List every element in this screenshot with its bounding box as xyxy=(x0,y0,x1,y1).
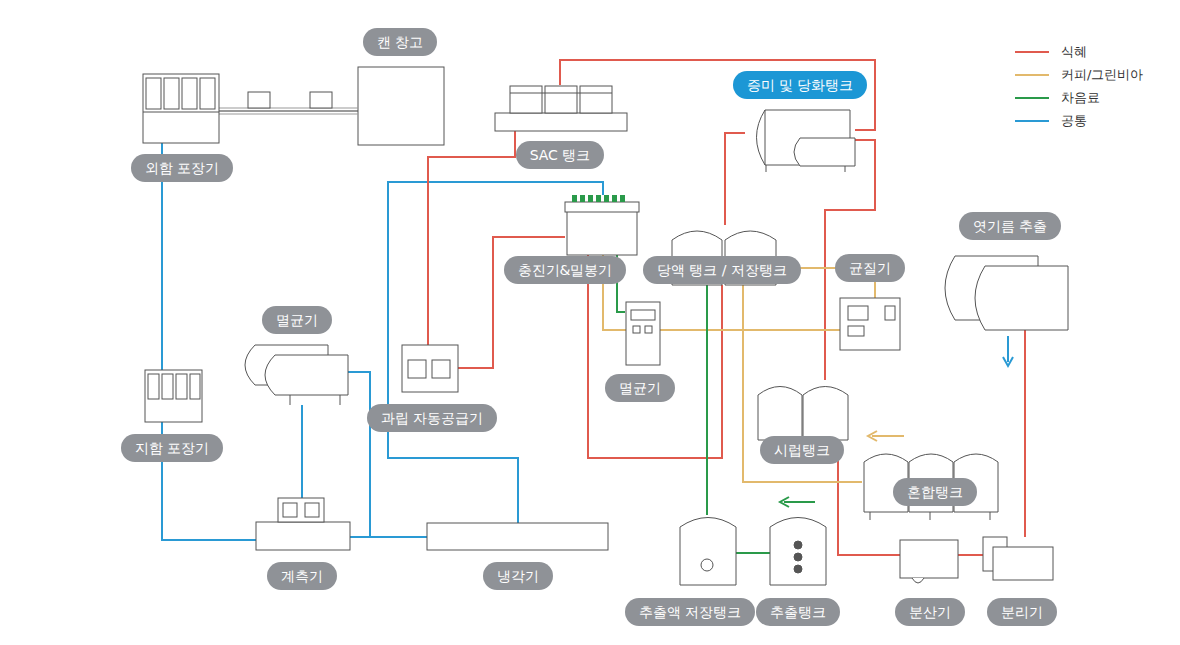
equipment-node: 계측기 xyxy=(256,498,350,550)
pipe-connector xyxy=(725,133,745,225)
equipment-node: 캔 창고 xyxy=(358,67,444,145)
equipment-label: 추출탱크 xyxy=(756,598,840,626)
equipment-node: 추출액 저장탱크 xyxy=(680,515,736,585)
pipe-connector xyxy=(603,255,840,330)
legend-text: 식혜 xyxy=(1061,43,1087,61)
pipe-connector xyxy=(736,553,770,554)
equipment-node: 추출탱크 xyxy=(770,515,826,585)
equipment-node: 시럽탱크 xyxy=(758,380,848,440)
equipment-label: 혼합탱크 xyxy=(893,478,977,506)
equipment-label: 엿기름 추출 xyxy=(959,212,1061,240)
equipment-label: 균질기 xyxy=(835,254,905,282)
equipment-label: 추출액 저장탱크 xyxy=(625,598,755,626)
equipment-node: SAC 탱크 xyxy=(495,85,627,131)
equipment-node: 멸균기 xyxy=(625,300,660,365)
equipment-label: 멸균기 xyxy=(262,306,332,334)
equipment-label: 시럽탱크 xyxy=(760,436,844,464)
equipment-label: SAC 탱크 xyxy=(516,141,605,169)
equipment-label: 당액 탱크 / 저장탱크 xyxy=(643,256,801,284)
equipment-label: 캔 창고 xyxy=(363,28,437,56)
pipe-connector xyxy=(302,405,303,498)
equipment-label: 과립 자동공급기 xyxy=(367,404,497,432)
equipment-node: 과립 자동공급기 xyxy=(402,345,458,392)
equipment-node: 멸균기 xyxy=(242,345,348,405)
equipment-label: 분리기 xyxy=(987,598,1057,626)
equipment-node: 외함 포장기 xyxy=(143,74,219,143)
equipment-node: 혼합탱크 xyxy=(862,450,998,520)
pipe-connector xyxy=(707,285,708,515)
legend-swatch xyxy=(1015,97,1049,99)
equipment-label: 계측기 xyxy=(267,562,337,590)
pipe-connector xyxy=(958,555,983,556)
equipment-label: 분산기 xyxy=(895,598,965,626)
equipment-node: 균질기 xyxy=(840,298,900,350)
legend-text: 공통 xyxy=(1061,112,1087,130)
equipment-node: 당액 탱크 / 저장탱크 xyxy=(672,225,778,285)
legend-swatch xyxy=(1015,74,1049,76)
equipment-label: 증미 및 당화탱크 xyxy=(733,71,868,99)
equipment-label: 멸균기 xyxy=(605,374,675,402)
equipment-label: 외함 포장기 xyxy=(131,154,233,182)
equipment-node: 증미 및 당화탱크 xyxy=(745,108,855,168)
legend-swatch xyxy=(1015,120,1049,122)
equipment-label: 지함 포장기 xyxy=(121,434,223,462)
equipment-node: 지함 포장기 xyxy=(145,370,202,422)
equipment-node: 냉각기 xyxy=(427,523,608,550)
equipment-node: 충진기&밀봉기 xyxy=(565,195,638,255)
equipment-label: 충진기&밀봉기 xyxy=(504,256,627,284)
equipment-node: 분산기 xyxy=(900,540,958,585)
legend-text: 차음료 xyxy=(1061,89,1100,107)
pipe-connector xyxy=(219,111,358,112)
equipment-node: 분리기 xyxy=(983,537,1053,580)
equipment-node: 엿기름 추출 xyxy=(940,255,1068,330)
equipment-label: 냉각기 xyxy=(483,562,553,590)
pipe-connector xyxy=(1025,330,1026,537)
legend-swatch xyxy=(1015,51,1049,53)
pipe-connector xyxy=(350,537,427,538)
legend-text: 커피/그린비아 xyxy=(1061,66,1143,84)
